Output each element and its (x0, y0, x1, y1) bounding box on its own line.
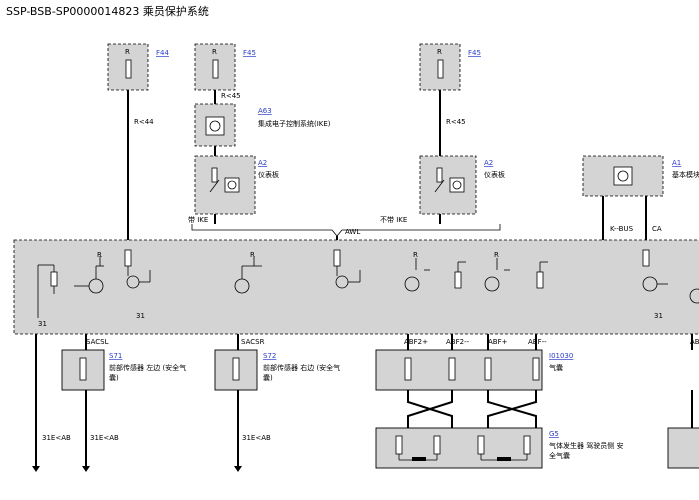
signal-label: SACSR (241, 338, 265, 346)
page-title: SSP-BSB-SP0000014823 乘员保护系统 (6, 5, 209, 18)
module-ref-link[interactable]: A1 (672, 159, 681, 167)
gas-gen-desc-2: 全气囊 (549, 451, 570, 460)
sensor-desc-1: 前部传感器 左边 (安全气 (109, 363, 186, 372)
module-desc: 集成电子控制系统(IKE) (258, 119, 331, 128)
pin-label-r: R (250, 251, 255, 259)
module-a2-right: A2 仪表板 (419, 155, 505, 215)
sensor-desc-2: 囊) (109, 373, 119, 382)
signal-label: ABF+ (488, 338, 508, 346)
gas-gen-desc-1: 气体发生器 驾驶员侧 安 (549, 441, 623, 450)
fuse-ref-link[interactable]: F45 (468, 49, 481, 57)
sensor-s71: S71 前部传感器 左边 (安全气 囊) (61, 349, 186, 391)
variant-without-ike-label: 不带 IKE (380, 216, 407, 224)
module-desc: 仪表板 (484, 170, 505, 179)
module-a2-left: A2 仪表板 (194, 155, 279, 215)
wire-label-r45-b: R<45 (446, 118, 466, 126)
airbag-control-unit (13, 239, 699, 335)
input-awl (333, 249, 361, 289)
fuse-pin-label: R (212, 48, 217, 56)
module-a1: A1 基本模块 (582, 155, 699, 197)
sensor-ref-link[interactable]: S72 (263, 352, 276, 360)
ground-wire-label: 31E<AB (90, 434, 119, 442)
airbag-ref-link[interactable]: I01030 (549, 352, 573, 360)
sensor-desc-2: 囊) (263, 373, 273, 382)
pin-label-r: R (413, 251, 418, 259)
sensor-desc-1: 前部传感器 右边 (安全气 (263, 363, 340, 372)
airbag-desc: 气囊 (549, 363, 563, 372)
transistor-sacsr: R (234, 251, 262, 294)
wire-label-awl: AWL (345, 228, 360, 236)
module-desc: 仪表板 (258, 170, 279, 179)
signal-label: SACSL (86, 338, 109, 346)
transistor-sacsl: R (74, 251, 104, 294)
sensor-s72: S72 前部传感器 右边 (安全气 囊) (214, 349, 340, 391)
ground-wire-label: 31E<AB (42, 434, 71, 442)
signal-label: AB (690, 338, 699, 346)
pin-label-r: R (97, 251, 102, 259)
pin-label-r: R (494, 251, 499, 259)
partial-component-right (667, 427, 699, 469)
fuse-pin-label: R (125, 48, 130, 56)
variant-bracket: 带 IKE 不带 IKE (188, 216, 501, 237)
module-a63: A63 集成电子控制系统(IKE) (194, 103, 331, 147)
ground-pin-label: 31 (136, 312, 145, 320)
module-ref-link[interactable]: A2 (484, 159, 493, 167)
module-ref-link[interactable]: A63 (258, 107, 272, 115)
sensor-ref-link[interactable]: S71 (109, 352, 122, 360)
ground-pin-label: 31 (38, 320, 47, 328)
variant-with-ike-label: 带 IKE (188, 216, 208, 224)
fuse-ref-link[interactable]: F45 (243, 49, 256, 57)
transistor-abf: R (484, 251, 548, 292)
bus-interface: 31 (642, 249, 699, 320)
wire-label-r44: R<44 (134, 118, 154, 126)
module-desc: 基本模块 (672, 170, 699, 179)
wire-label-ca: CA (652, 225, 662, 233)
internal-ground-left: 31 (37, 264, 58, 328)
ground-pin-label: 31 (654, 312, 663, 320)
signal-label: ABF2-- (446, 338, 470, 346)
fuse-f45-left: R F45 (194, 43, 256, 91)
ground-wire-label: 31E<AB (242, 434, 271, 442)
fuse-ref-link[interactable]: F44 (156, 49, 169, 57)
wire-label-kbus: K--BUS (610, 225, 634, 233)
module-ref-link[interactable]: A2 (258, 159, 267, 167)
fuse-pin-label: R (437, 48, 442, 56)
input-r44: 31 (124, 249, 151, 320)
signal-label: ABF2+ (404, 338, 428, 346)
gas-generator-g5: G5 气体发生器 驾驶员侧 安 全气囊 (375, 427, 623, 469)
signal-label: ABF-- (528, 338, 547, 346)
fuse-f45-right: R F45 (419, 43, 481, 91)
fuse-f44: R F44 (107, 43, 169, 91)
airbag-connector: I01030 气囊 (375, 349, 573, 391)
transistor-abf2: R (404, 251, 466, 292)
gas-gen-ref-link[interactable]: G5 (549, 430, 559, 438)
wire-label-r45-a: R<45 (221, 92, 241, 100)
